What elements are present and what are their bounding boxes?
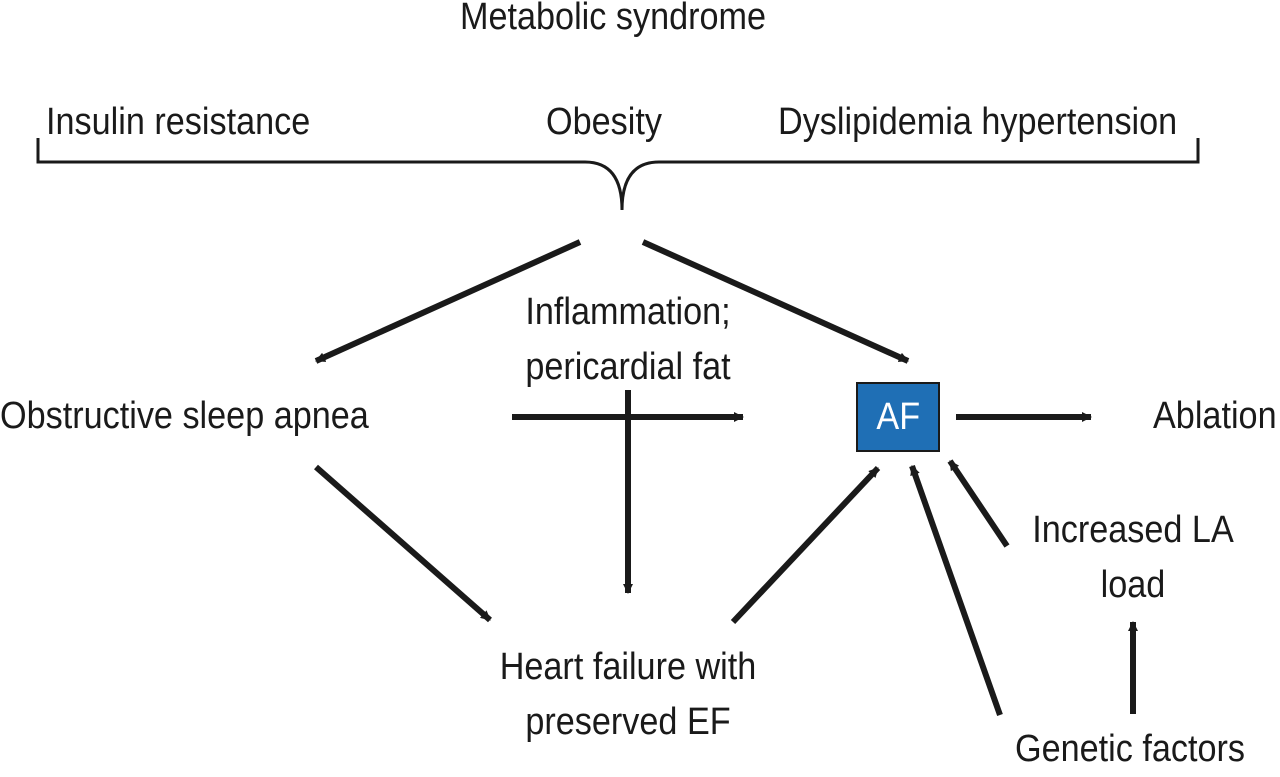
genetic-factors-label: Genetic factors xyxy=(1015,728,1246,770)
hfpef-line-1: Heart failure with xyxy=(499,646,757,688)
hfpef-line-2: preserved EF xyxy=(525,701,731,743)
insulin-resistance-label: Insulin resistance xyxy=(46,101,311,143)
la-load-line-1: Increased LA xyxy=(1032,509,1234,551)
metabolic-syndrome-brace xyxy=(36,138,1200,211)
inflammation-line-1: Inflammation; xyxy=(525,291,731,333)
metabolic-syndrome-title: Metabolic syndrome xyxy=(460,0,767,38)
arrow-brace-to-osa xyxy=(314,239,582,364)
obesity-label: Obesity xyxy=(546,101,662,143)
increased-la-load-label: Increased LA load xyxy=(1016,503,1250,613)
arrow-genetic-to-af xyxy=(909,465,1003,716)
inflammation-label: Inflammation; pericardial fat xyxy=(493,285,763,395)
obstructive-sleep-apnea-label: Obstructive sleep apnea xyxy=(0,395,369,437)
arrow-osa-to-hfpef xyxy=(314,464,492,623)
arrow-hfpef-to-af xyxy=(730,465,881,625)
af-label: AF xyxy=(876,395,920,438)
la-load-line-2: load xyxy=(1100,564,1166,606)
af-node: AF xyxy=(856,382,940,452)
hfpef-label: Heart failure with preserved EF xyxy=(466,640,790,750)
dyslipidemia-hypertension-label: Dyslipidemia hypertension xyxy=(778,101,1178,143)
arrow-la-load-to-af xyxy=(947,459,1010,548)
inflammation-line-2: pericardial fat xyxy=(525,346,731,388)
ablation-label: Ablation xyxy=(1153,395,1277,437)
arrow-brace-to-af xyxy=(641,239,910,364)
